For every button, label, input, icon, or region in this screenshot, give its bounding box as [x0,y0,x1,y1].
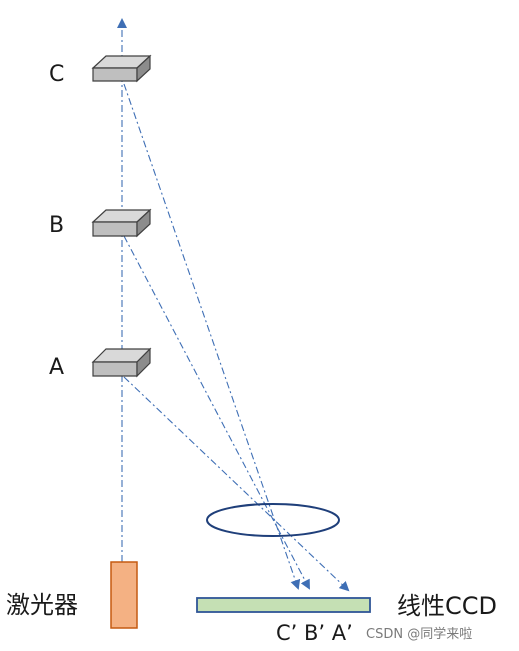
watermark-text: CSDN @同学来啦 [366,626,472,642]
label-a: A [49,355,64,380]
reflected-beam-b [123,235,310,590]
label-c: C [49,62,64,87]
target-block-b [91,208,152,238]
linear-ccd-sensor [196,597,371,613]
reflected-beam-c [123,83,301,590]
label-ccd: 线性CCD [397,592,497,620]
label-image-points: C’ B’ A’ [276,621,353,645]
laser-emitter [110,561,138,629]
lens [206,503,340,537]
target-block-a [91,347,152,378]
label-laser: 激光器 [6,591,78,619]
reflected-beam-a [123,376,350,592]
label-b: B [49,213,64,238]
target-block-c [91,54,152,83]
